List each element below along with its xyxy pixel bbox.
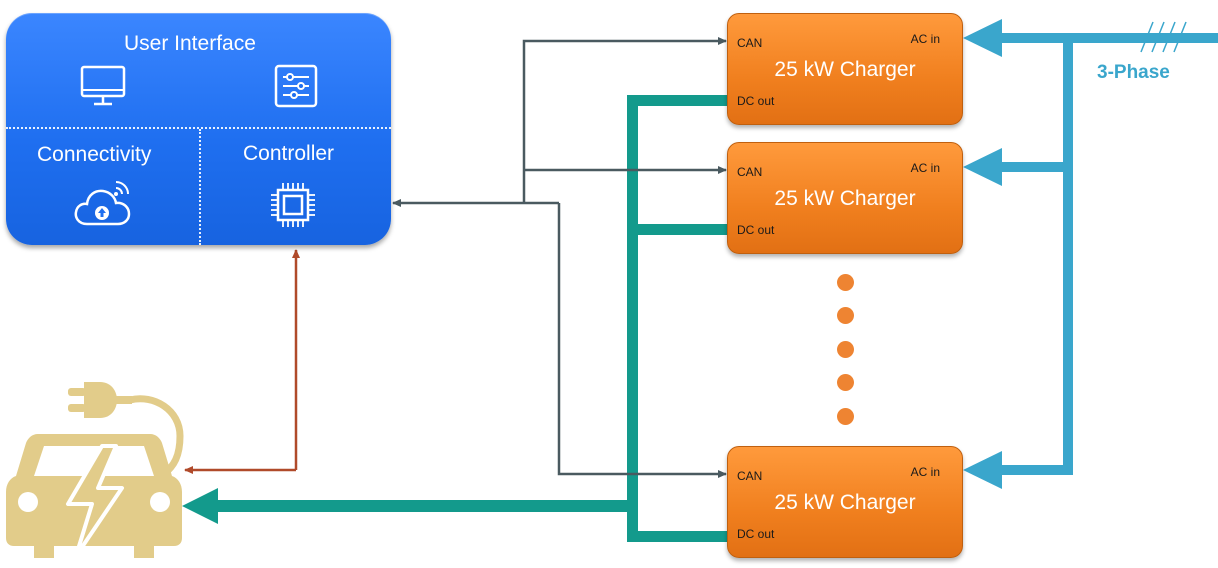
charger-3-dc-port: DC out	[737, 527, 775, 541]
three-phase-label: 3-Phase	[1097, 62, 1170, 83]
controller-label: Controller	[243, 142, 335, 165]
charger-2-can-port: CAN	[737, 165, 763, 179]
charger-3: CAN AC in 25 kW Charger DC out	[727, 446, 963, 558]
charger-1-ac-port: AC in	[910, 32, 940, 46]
charger-2-title: 25 kW Charger	[774, 187, 916, 210]
dc-bus	[182, 95, 727, 542]
charger-3-can-port: CAN	[737, 469, 763, 483]
charger-2: CAN AC in 25 kW Charger DC out	[727, 142, 963, 254]
panel-divider-horizontal	[6, 127, 391, 129]
connectivity-label: Connectivity	[37, 143, 152, 166]
sliders-icon	[274, 64, 318, 108]
ellipsis-dot	[837, 374, 854, 391]
cloud-upload-icon	[74, 181, 131, 226]
three-phase-hash-marks	[1140, 21, 1187, 53]
monitor-icon	[80, 65, 126, 106]
ev-car-icon	[6, 382, 184, 558]
charger-2-ac-port: AC in	[910, 161, 940, 175]
user-interface-label: User Interface	[124, 32, 256, 55]
ac-bus	[963, 19, 1218, 489]
charger-1: CAN AC in 25 kW Charger DC out	[727, 13, 963, 125]
control-unit-panel: User Interface Connectivity Controller	[6, 13, 391, 245]
charger-3-title: 25 kW Charger	[774, 491, 916, 514]
vehicle-link	[184, 249, 300, 474]
charger-1-dc-port: DC out	[737, 94, 775, 108]
plug-icon	[68, 382, 184, 478]
ellipsis-dot	[837, 274, 854, 291]
charger-2-dc-port: DC out	[737, 223, 775, 237]
panel-divider-vertical	[199, 129, 201, 245]
ellipsis-dot	[837, 307, 854, 324]
ellipsis-dot	[837, 341, 854, 358]
charger-1-can-port: CAN	[737, 36, 763, 50]
chip-icon	[271, 183, 315, 227]
can-bus	[392, 37, 727, 478]
charger-1-title: 25 kW Charger	[774, 58, 916, 81]
ellipsis-dot	[837, 408, 854, 425]
charger-3-ac-port: AC in	[910, 465, 940, 479]
